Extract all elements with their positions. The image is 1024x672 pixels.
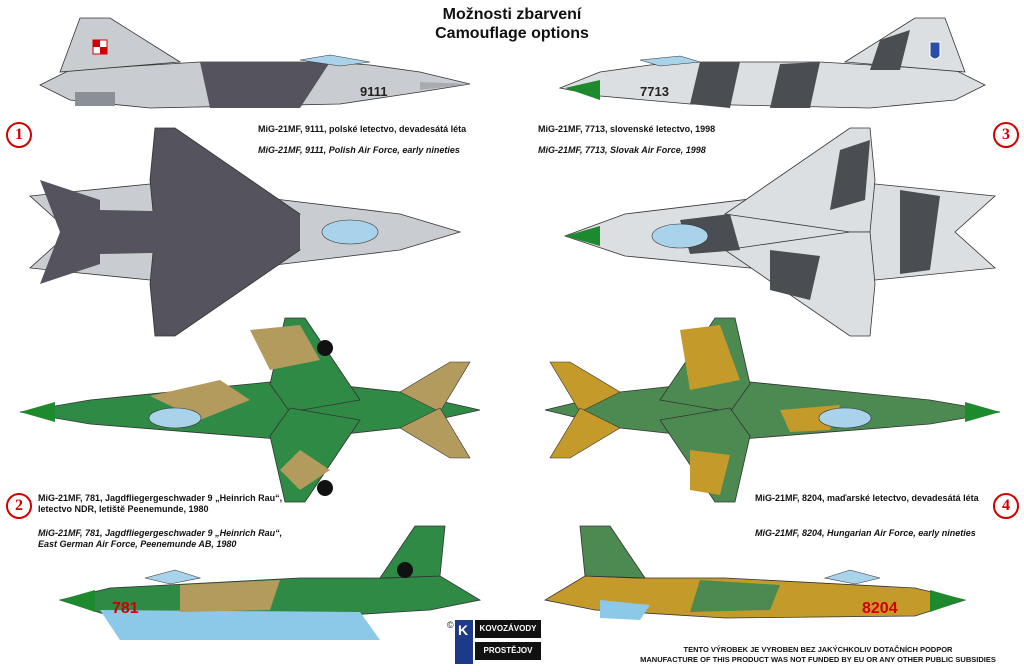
scheme1-side-view: 9111 (39, 17, 471, 109)
logo-emblem: K (455, 620, 473, 664)
logo-letter: K (458, 622, 469, 638)
scheme1-caption-cz: MiG-21MF, 9111, polské letectvo, devades… (258, 124, 467, 134)
scheme4-caption-cz: MiG-21MF, 8204, maďarské letectvo, devad… (755, 493, 979, 503)
kovozavody-logo: © K KOVOZÁVODY PROSTĚJOV (447, 620, 543, 666)
scheme3-top-view (563, 127, 996, 337)
scheme2-caption-cz: MiG-21MF, 781, Jagdfliegergeschwader 9 „… (38, 493, 283, 514)
scheme4-caption-en: MiG-21MF, 8204, Hungarian Air Force, ear… (755, 528, 976, 538)
funding-notice-cz: TENTO VÝROBEK JE VYROBEN BEZ JAKÝCHKOLIV… (683, 645, 953, 654)
scheme3-caption-en: MiG-21MF, 7713, Slovak Air Force, 1998 (538, 145, 706, 155)
scheme-number-1: 1 (6, 122, 32, 148)
scheme2-code-text: 781 (112, 600, 139, 617)
logo-line-1: KOVOZÁVODY (475, 620, 541, 638)
scheme2-caption-en: MiG-21MF, 781, Jagdfliegergeschwader 9 „… (38, 528, 283, 549)
scheme-number-3: 3 (993, 122, 1019, 148)
funding-notice: TENTO VÝROBEK JE VYROBEN BEZ JAKÝCHKOLIV… (618, 645, 1018, 665)
logo-line-2: PROSTĚJOV (475, 642, 541, 660)
scheme2-side-view: 781 (58, 525, 482, 640)
scheme-number-4: 4 (993, 493, 1019, 519)
scheme4-side-view: 8204 (543, 525, 967, 620)
scheme3-caption-cz: MiG-21MF, 7713, slovenské letectvo, 1998 (538, 124, 716, 134)
scheme4-top-view (544, 317, 1001, 503)
page-title-cz: Možnosti zbarvení (442, 6, 582, 23)
scheme3-code-text: 7713 (640, 84, 669, 99)
scheme4-code-text: 8204 (862, 600, 898, 617)
page-title-en: Camouflage options (435, 25, 589, 42)
scheme1-caption-en: MiG-21MF, 9111, Polish Air Force, early … (258, 145, 460, 155)
scheme1-code-text: 9111 (360, 84, 388, 99)
scheme1-top-view (29, 127, 462, 337)
scheme-number-2: 2 (6, 493, 32, 519)
copyright-symbol: © (447, 620, 454, 630)
scheme2-top-view (19, 317, 481, 503)
scheme3-side-view: 7713 (558, 17, 986, 109)
funding-notice-en: MANUFACTURE OF THIS PRODUCT WAS NOT FUND… (640, 655, 996, 664)
